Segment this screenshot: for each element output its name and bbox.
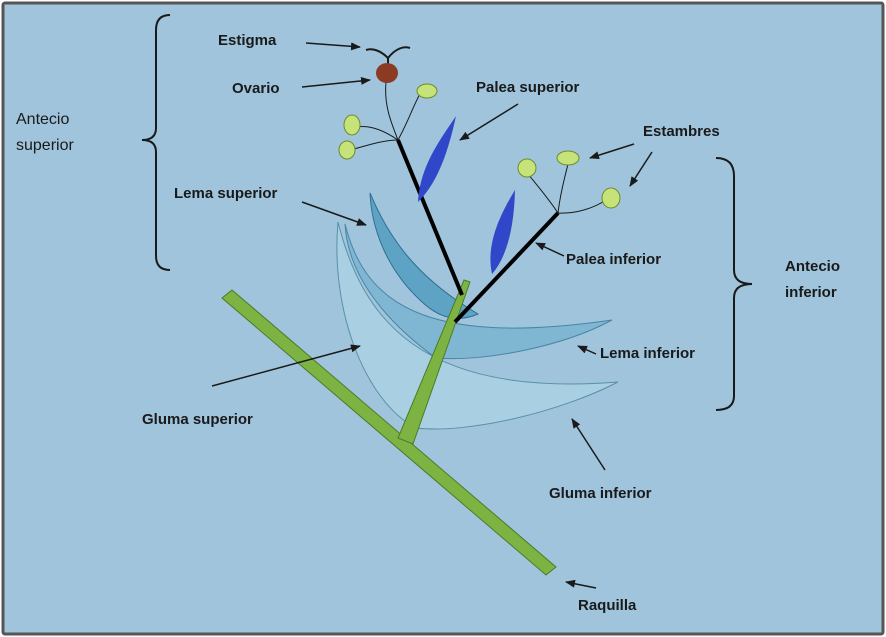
- label-gluma-inferior: Gluma inferior: [549, 485, 652, 502]
- label-antecio-inferior-2: inferior: [785, 284, 837, 301]
- label-lema-superior: Lema superior: [174, 185, 278, 202]
- label-antecio-superior-2: superior: [16, 137, 74, 154]
- label-raquilla: Raquilla: [578, 597, 637, 614]
- label-estambres: Estambres: [643, 123, 720, 140]
- label-palea-inferior: Palea inferior: [566, 251, 661, 268]
- label-gluma-superior: Gluma superior: [142, 411, 253, 428]
- label-ovario: Ovario: [232, 80, 280, 97]
- diagram-background: [3, 3, 883, 634]
- ovary-shape: [376, 63, 398, 83]
- label-palea-superior: Palea superior: [476, 79, 580, 96]
- label-antecio-inferior-1: Antecio: [785, 258, 840, 275]
- label-lema-inferior: Lema inferior: [600, 345, 695, 362]
- label-estigma: Estigma: [218, 32, 277, 49]
- label-antecio-superior-1: Antecio: [16, 111, 69, 128]
